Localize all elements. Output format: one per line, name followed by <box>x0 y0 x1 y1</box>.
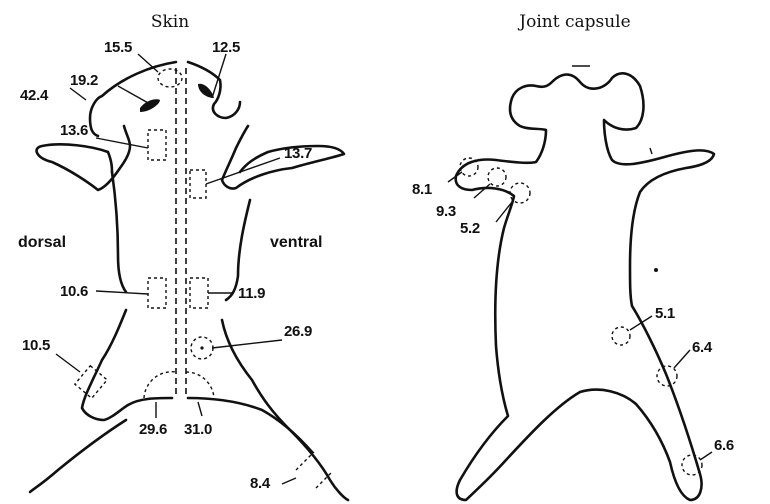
joint-site-6-6 <box>682 455 702 475</box>
skin-value-11-9: 11.9 <box>238 285 265 302</box>
dorsal-side-label: dorsal <box>18 234 66 251</box>
skin-site-10-6 <box>148 278 166 308</box>
skin-value-10-5: 10.5 <box>22 337 50 354</box>
skin-value-15-5: 15.5 <box>104 39 132 56</box>
ventral-side-label: ventral <box>270 234 322 251</box>
solid-ear-mark-dorsal <box>140 99 160 112</box>
skin-site-13-7 <box>190 170 206 198</box>
skin-site-29-6 <box>144 372 176 398</box>
joint-site-9-3 <box>488 168 506 186</box>
skin-site-26-9-center-dot <box>200 346 203 349</box>
skin-value-13-7: 13.7 <box>284 145 312 162</box>
skin-value-31-0: 31.0 <box>184 421 212 438</box>
body-dot <box>654 268 658 272</box>
joint-value-6-6: 6.6 <box>714 437 734 454</box>
joint-capsule-panel-title: Joint capsule <box>517 12 630 32</box>
skin-value-29-6: 29.6 <box>139 421 167 438</box>
skin-value-12-5: 12.5 <box>212 39 240 56</box>
joint-value-5-2: 5.2 <box>460 220 480 237</box>
skin-value-42-4: 42.4 <box>20 87 49 104</box>
skin-site-13-6 <box>148 130 166 160</box>
skin-value-13-6: 13.6 <box>60 122 88 139</box>
ventral-half-outline <box>188 62 348 500</box>
joint-value-6-4: 6.4 <box>692 339 713 356</box>
skin-value-8-4: 8.4 <box>250 475 271 492</box>
animal-body-outline <box>456 73 714 500</box>
skin-panel-title: Skin <box>151 12 189 32</box>
body-tick-mark <box>650 148 652 154</box>
skin-site-31-0 <box>186 372 214 398</box>
joint-value-8-1: 8.1 <box>412 181 432 198</box>
skin-value-19-2: 19.2 <box>70 72 98 89</box>
joint-value-9-3: 9.3 <box>436 203 456 220</box>
skin-value-26-9: 26.9 <box>284 323 312 340</box>
skin-site-15-5 <box>158 69 182 87</box>
solid-ear-mark-ventral <box>198 84 214 98</box>
joint-value-5-1: 5.1 <box>655 305 675 322</box>
skin-site-11-9 <box>190 278 208 308</box>
joint-capsule-panel: 8.1 9.3 5.2 5.1 6.4 6.6 <box>412 66 734 500</box>
joint-site-5-1 <box>612 327 630 345</box>
skin-value-10-6: 10.6 <box>60 283 88 300</box>
skin-panel: 15.5 19.2 42.4 13.6 10.6 10.5 29.6 12.5 … <box>18 39 348 500</box>
